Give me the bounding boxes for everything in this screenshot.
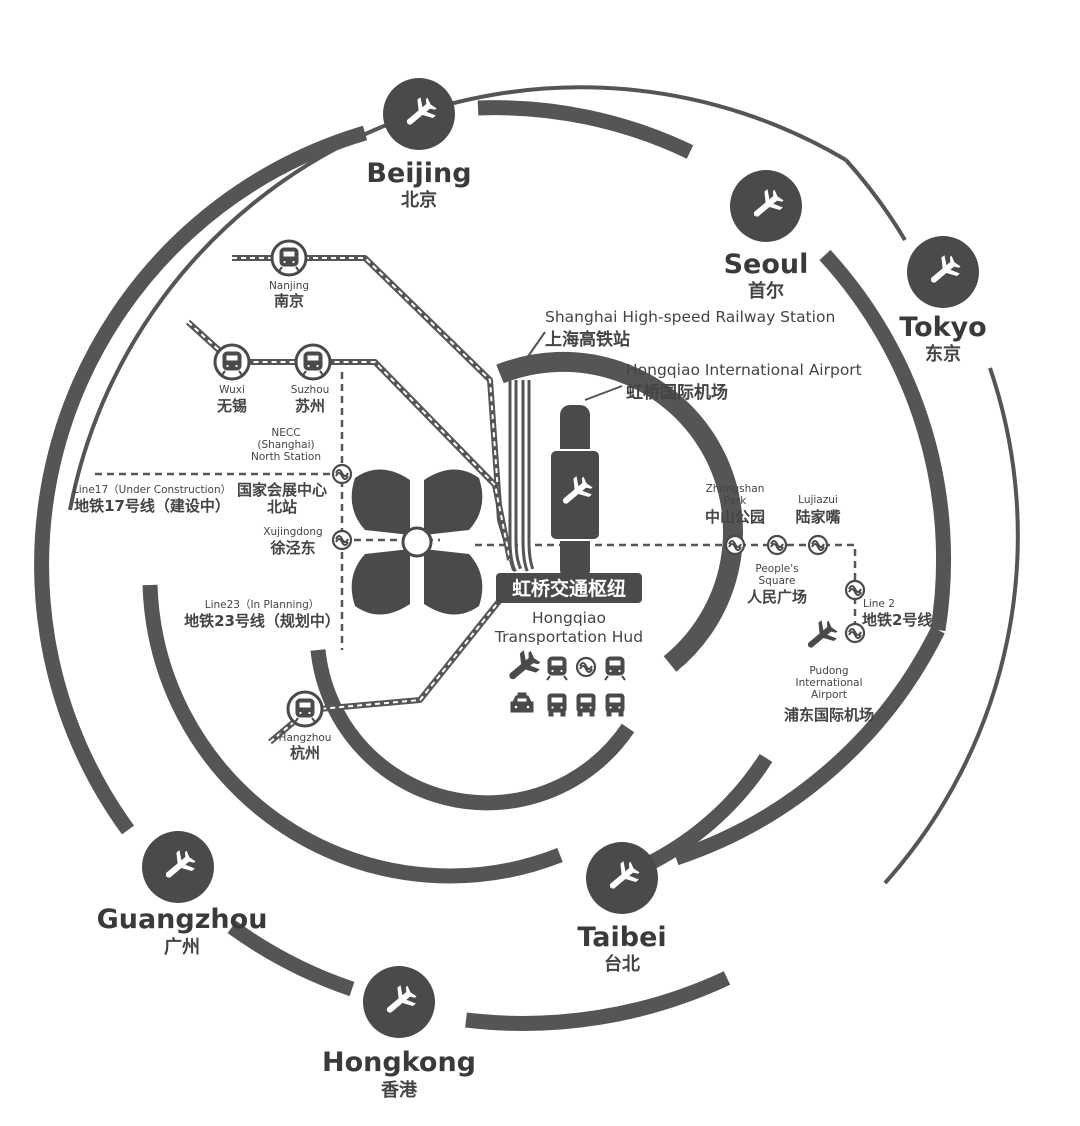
- rail-label-suzhou-zh: 苏州: [295, 397, 325, 415]
- metro-label-necc-en2: (Shanghai): [257, 439, 314, 451]
- city-label-guangzhou-en: Guangzhou: [97, 904, 268, 935]
- airport-node-taibei[interactable]: [586, 842, 658, 914]
- metro-label-lujiazui-zh: 陆家嘴: [795, 508, 840, 526]
- hub-mode-icons: [502, 647, 626, 717]
- pointer-airport: [584, 385, 623, 401]
- hub-title-en-1: Hongqiao: [532, 609, 606, 627]
- hub-arc-east: [496, 351, 743, 672]
- metro-lines: [95, 372, 857, 650]
- metro-label-pudong-en1: Pudong: [809, 665, 848, 677]
- arc-east-taibei: [673, 626, 945, 866]
- hub-title-zh: 虹桥交通枢纽: [512, 577, 626, 600]
- metro-icon-line2-a[interactable]: [844, 579, 866, 601]
- airport-node-beijing[interactable]: [383, 78, 455, 150]
- metro-label-necc-en1: NECC: [271, 427, 300, 439]
- arc-guangzhou-beijing: [34, 125, 368, 835]
- metro-icon: [575, 656, 597, 678]
- metro-label-pudong-en3: Airport: [811, 689, 847, 701]
- metro-label-necc-zh2: 北站: [267, 498, 297, 516]
- metro-label-xujingdong-en: Xujingdong: [263, 526, 322, 538]
- pointer-railway: [519, 331, 546, 369]
- airplane-icon: [502, 647, 544, 688]
- metro-label-lujiazui-en: Lujiazui: [798, 494, 838, 506]
- city-label-taibei-zh: 台北: [604, 953, 640, 975]
- metro-icon-lujiazui[interactable]: [807, 534, 829, 556]
- rail-label-hangzhou-zh: 杭州: [290, 744, 320, 762]
- hub-title-box: [496, 573, 642, 603]
- city-label-tokyo-en: Tokyo: [899, 312, 987, 343]
- train-icon: [546, 656, 568, 681]
- airport-node-hongkong[interactable]: [363, 966, 435, 1038]
- metro-label-line2-zh: 地铁2号线: [862, 611, 932, 629]
- city-label-hongkong-zh: 香港: [380, 1080, 418, 1101]
- pudong-airplane-icon: [800, 616, 841, 656]
- metro-icon-xujingdong[interactable]: [331, 529, 353, 551]
- hub-title-en-2: Transportation Hud: [494, 628, 643, 646]
- arc-seoul-east: [819, 249, 952, 632]
- arc-thin-northeast: [844, 158, 907, 242]
- city-label-seoul-zh: 首尔: [748, 280, 784, 302]
- city-label-taibei-en: Taibei: [577, 922, 666, 953]
- metro-label-xujingdong-zh: 徐泾东: [269, 539, 315, 557]
- metro-label-peoples-en1: People's: [755, 563, 798, 575]
- metro-label-line23-zh: 地铁23号线（规划中）: [184, 612, 340, 630]
- bus-icon: [576, 693, 596, 717]
- arc-inner-southwest: [142, 584, 563, 884]
- city-label-tokyo-zh: 东京: [925, 343, 961, 365]
- bus-icon: [547, 693, 567, 717]
- metro-label-necc-en3: North Station: [251, 451, 321, 463]
- city-label-beijing-zh: 北京: [401, 189, 437, 211]
- metro-label-peoples-en2: Square: [759, 575, 796, 587]
- rail-node-nanjing[interactable]: [270, 239, 308, 277]
- city-label-hongkong-en: Hongkong: [322, 1047, 476, 1078]
- train-icon: [604, 656, 626, 681]
- arc-thin-northwest: [68, 85, 848, 511]
- airport-node-seoul[interactable]: [730, 170, 802, 242]
- hub-railway-tracks: [508, 380, 535, 573]
- metro-label-zhongshan-zh: 中山公园: [705, 508, 765, 526]
- metro-label-necc-zh1: 国家会展中心: [237, 481, 327, 499]
- arc-hongkong-southeast: [465, 971, 731, 1031]
- city-label-seoul-en: Seoul: [724, 249, 809, 280]
- metro-label-peoples-zh: 人民广场: [747, 588, 807, 606]
- metro-label-zhongshan-en1: Zhongshan: [706, 483, 765, 495]
- taxi-icon: [510, 692, 534, 713]
- rail-label-suzhou-en: Suzhou: [291, 384, 330, 396]
- rail-node-wuxi[interactable]: [213, 343, 251, 381]
- city-label-guangzhou-zh: 广州: [164, 936, 200, 958]
- metro-label-zhongshan-en2: Park: [724, 495, 748, 507]
- rail-node-hangzhou[interactable]: [286, 690, 324, 728]
- arc-inner-southeast: [636, 753, 773, 875]
- airport-node-guangzhou[interactable]: [142, 831, 214, 903]
- hub-railway-label-zh: 上海高铁站: [545, 329, 630, 350]
- necc-clover-logo: [351, 469, 483, 615]
- hub-airport-label-en: Hongqiao International Airport: [626, 361, 862, 379]
- rail-label-hangzhou-en: Hangzhou: [279, 732, 332, 744]
- metro-label-line23-en: Line23（In Planning）: [205, 599, 320, 611]
- metro-icon-peoples-square[interactable]: [766, 534, 788, 556]
- metro-label-pudong-zh: 浦东国际机场: [784, 706, 874, 724]
- rail-label-nanjing-en: Nanjing: [269, 280, 309, 292]
- hub-railway-label-en: Shanghai High-speed Railway Station: [545, 308, 835, 326]
- hub-airport-label-zh: 虹桥国际机场: [626, 382, 728, 403]
- metro-label-line2-en: Line 2: [863, 598, 895, 610]
- metro-icon-zhongshan[interactable]: [724, 534, 746, 556]
- rail-label-nanjing-zh: 南京: [274, 292, 304, 310]
- rail-label-wuxi-en: Wuxi: [219, 384, 245, 396]
- metro-label-line17-zh: 地铁17号线（建设中）: [74, 497, 230, 515]
- rail-node-suzhou[interactable]: [294, 343, 332, 381]
- rail-label-wuxi-zh: 无锡: [216, 397, 247, 415]
- arc-thin-east: [883, 367, 1020, 885]
- arc-guangzhou-hongkong: [227, 920, 355, 997]
- arc-beijing-seoul: [477, 100, 694, 159]
- bus-icon: [605, 693, 625, 717]
- metro-label-line17-en: Line17（Under Construction）: [73, 484, 231, 496]
- metro-label-pudong-en2: International: [795, 677, 862, 689]
- airport-node-tokyo[interactable]: [907, 236, 979, 308]
- metro-icon-necc[interactable]: [331, 463, 353, 485]
- city-label-beijing-en: Beijing: [366, 158, 471, 189]
